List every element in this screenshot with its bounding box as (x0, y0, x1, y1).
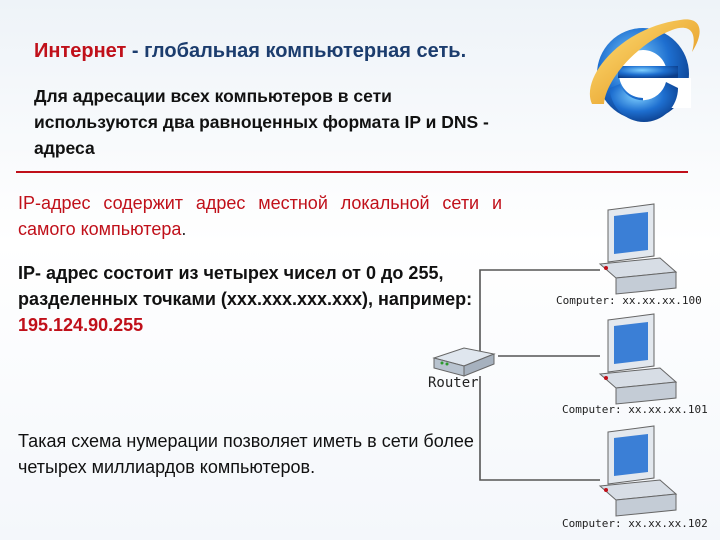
title-highlight: Интернет (34, 40, 127, 62)
intro-text: Для адресации всех компьютеров в сети ис… (34, 86, 489, 158)
computer-icon (598, 203, 678, 295)
ip-definition-text: IP-адрес содержит адрес местной локально… (18, 193, 502, 239)
page-title: Интернет - глобальная компьютерная сеть. (34, 40, 466, 63)
example-ip: 195.124.90.255 (18, 315, 144, 335)
numbering-paragraph: Такая схема нумерации позволяет иметь в … (18, 431, 474, 477)
link-to-computer-100 (479, 269, 600, 356)
title-rest: - глобальная компьютерная сеть. (126, 40, 467, 62)
link-to-computer-102 (479, 376, 600, 481)
computer-label-100: Computer: xx.xx.xx.100 (556, 294, 702, 307)
network-links (479, 269, 600, 481)
divider-line (16, 171, 688, 173)
ie-logo-icon (589, 19, 700, 122)
computer-icon (598, 425, 678, 517)
ip-format-text: IP- адрес состоит из четырех чисел от 0 … (18, 263, 473, 309)
ip-format-paragraph: IP- адрес состоит из четырех чисел от 0 … (18, 260, 516, 338)
ip-definition-paragraph: IP-адрес содержит адрес местной локально… (18, 190, 502, 242)
computer-label-101: Computer: xx.xx.xx.101 (562, 403, 708, 416)
computer-label-102: Computer: xx.xx.xx.102 (562, 517, 708, 530)
computer-icon (598, 313, 678, 405)
router-label: Router (428, 375, 479, 391)
network-diagram: Router Computer: xx.xx.xx.100 Computer: … (428, 203, 708, 530)
router-icon (432, 347, 496, 377)
ip-definition-end: . (181, 219, 187, 239)
